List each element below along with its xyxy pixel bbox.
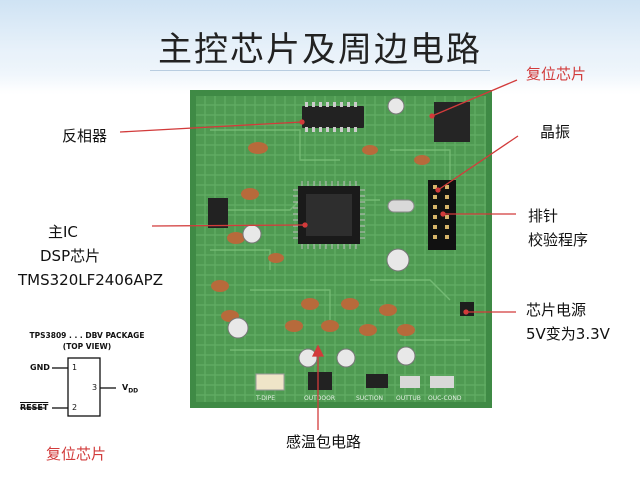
slide-title: 主控芯片及周边电路 (158, 30, 482, 70)
pin3-number: 3 (92, 383, 98, 392)
silk-ouc-cond: OUC-COND (428, 395, 462, 402)
package-title: TPS3809 . . . DBV PACKAGE (29, 331, 145, 340)
header-label-line2: 校验程序 (528, 231, 589, 249)
power-label-line1: 芯片电源 (526, 301, 587, 319)
pin1-number: 1 (72, 363, 78, 372)
package-diagram (20, 357, 116, 417)
power-label-line2: 5V变为3.3V (526, 325, 610, 343)
inverter-label: 反相器 (62, 127, 108, 145)
main-ic-label-line3: TMS320LF2406APZ (18, 271, 163, 289)
title-divider (150, 70, 490, 71)
reset-chip-label-top: 复位芯片 (526, 65, 587, 83)
header-band (0, 0, 640, 88)
header-label-line1: 排针 (528, 207, 559, 225)
silk-outtub: OUTTUB (396, 395, 421, 402)
package-view: (TOP VIEW) (62, 342, 112, 351)
temp-circuit-label: 感温包电路 (286, 433, 362, 451)
reset-chip-label-bottom: 复位芯片 (46, 445, 107, 463)
silk-suction: SUCTION (356, 395, 383, 402)
main-ic-label-line2: DSP芯片 (40, 247, 101, 265)
main-ic-label-line1: 主IC (48, 223, 78, 241)
crystal-label: 晶振 (540, 123, 571, 141)
pin3-name: VDD (122, 383, 139, 395)
silk-outdoor: OUTDOOR (304, 395, 335, 402)
pcb-photo: T-DIPE OUTDOOR SUCTION OUTTUB OUC-COND (190, 90, 492, 408)
pin2-number: 2 (72, 403, 78, 412)
pin2-name: RESET (20, 403, 49, 412)
pin1-name: GND (30, 363, 50, 372)
silk-t-dipe: T-DIPE (255, 395, 275, 402)
